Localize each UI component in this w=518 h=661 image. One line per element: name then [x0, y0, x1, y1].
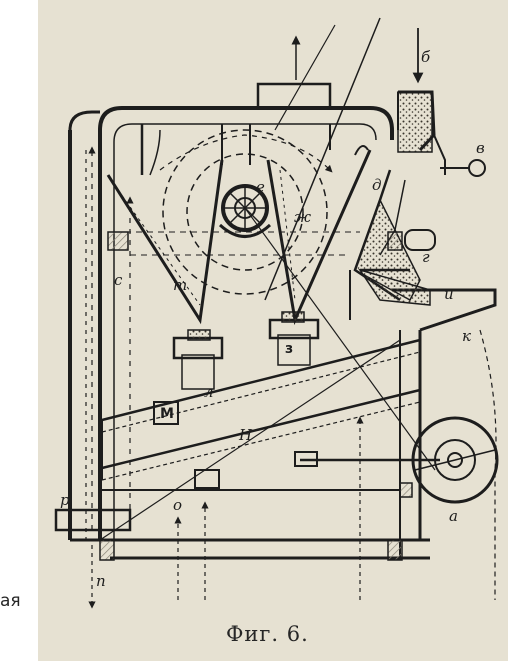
- housing-outer-wall: [98, 106, 394, 540]
- label-g: г: [422, 248, 430, 266]
- page-text-fragment: ая: [0, 591, 21, 611]
- housing-inner-wall: [113, 123, 377, 540]
- label-e: е: [256, 178, 265, 196]
- feed-roller-g: [404, 229, 436, 251]
- label-zh: ж: [294, 208, 311, 226]
- left-block: [107, 231, 129, 251]
- feed-roller-v: [468, 159, 486, 177]
- label-kh: Н: [238, 426, 253, 444]
- label-r: р: [60, 491, 70, 509]
- left-hopper: [106, 159, 224, 325]
- fan-casing-outer: [162, 129, 328, 295]
- label-z: з: [285, 341, 293, 357]
- label-l: л: [204, 383, 214, 401]
- label-t: т: [173, 276, 187, 294]
- label-i: и: [444, 285, 454, 303]
- label-a: а: [449, 507, 458, 525]
- label-v: в: [476, 139, 485, 157]
- figure-caption: Фиг. 6.: [226, 622, 309, 646]
- right-bracket: [392, 288, 497, 332]
- page-edge: [508, 0, 518, 661]
- grain-column: [397, 91, 433, 153]
- drive-pulley: [411, 416, 499, 504]
- label-p: п: [96, 572, 106, 590]
- right-hopper: [266, 149, 372, 326]
- label-d: д: [372, 176, 382, 194]
- label-b: б: [421, 48, 431, 66]
- upper-sieve: [101, 338, 421, 422]
- label-m: М: [160, 406, 174, 422]
- sieve-frame-m: [153, 401, 179, 425]
- exhaust-stack: [256, 82, 332, 110]
- lower-sieve: [101, 388, 421, 470]
- fan-casing-mid: [186, 153, 304, 271]
- label-c: с: [114, 271, 123, 289]
- label-k: к: [462, 327, 471, 345]
- label-o: о: [173, 496, 182, 514]
